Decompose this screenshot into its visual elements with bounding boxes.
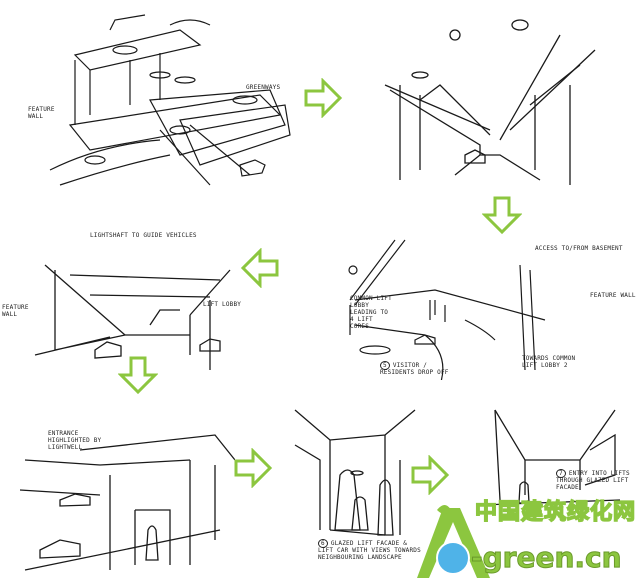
arrow-down-icon-2 — [118, 356, 158, 395]
label-feature-wall-4: Feature wall — [590, 292, 636, 299]
arrow-right-icon-1 — [304, 78, 343, 118]
label-lightshaft: Lightshaft to guide vehicles — [90, 232, 197, 239]
panel-number-5: 5 — [380, 361, 390, 370]
label-entrance-lightwell: Entrance highlighted by lightwell — [48, 430, 102, 451]
label-dropoff: 5Visitor / residents drop off — [380, 361, 455, 376]
panel-number-6: 6 — [318, 539, 328, 548]
label-common-lift-lobby: Common lift lobby leading to 4 lift core… — [350, 295, 392, 330]
label-feature-wall-3: Feature wall — [2, 304, 29, 318]
sketch-panel-2-driveway — [380, 5, 600, 190]
watermark-en-text: -green.cn — [471, 541, 623, 574]
sketch-panel-5-entrance — [20, 420, 235, 585]
label-glazed-lift-facade: 6Glazed lift facade & lift car with view… — [318, 539, 423, 561]
label-entry-into-lifts: 7Entry into lifts through glazed lift fa… — [556, 469, 640, 491]
arrow-down-icon-1 — [482, 196, 522, 235]
label-dropoff-text: Visitor / residents drop off — [380, 362, 449, 376]
label-towards-lobby-2: Towards common lift lobby 2 — [522, 355, 576, 369]
panel-number-7: 7 — [556, 469, 566, 478]
arrow-right-icon-3 — [411, 455, 450, 495]
label-glazed-lift-facade-text: Glazed lift facade & lift car with views… — [318, 540, 421, 561]
arrow-left-icon — [240, 248, 279, 288]
sketch-panel-3-driveway-lightshaft — [30, 225, 240, 375]
sketch-panel-1-aerial — [30, 5, 305, 195]
arrow-right-icon-2 — [234, 448, 273, 488]
label-feature-wall-1: Feature wall — [28, 106, 55, 120]
sketch-panel-4-dropoff — [325, 230, 555, 380]
label-greenways: Greenways — [246, 84, 281, 91]
sketch-panel-6-lift-lobby — [285, 405, 420, 540]
watermark-cn-text: 中国建筑绿化网 — [474, 499, 637, 526]
sketch-panel-7-lift-entry — [480, 405, 620, 515]
label-access-basement: Access to/from basement — [535, 245, 623, 252]
watermark-logo: 中国建筑绿化网 -green.cn — [415, 499, 643, 588]
label-entry-into-lifts-text: Entry into lifts through glazed lift fac… — [556, 470, 630, 491]
label-lift-lobby: Lift lobby — [203, 301, 242, 308]
watermark-a-leaf-icon — [417, 505, 490, 578]
